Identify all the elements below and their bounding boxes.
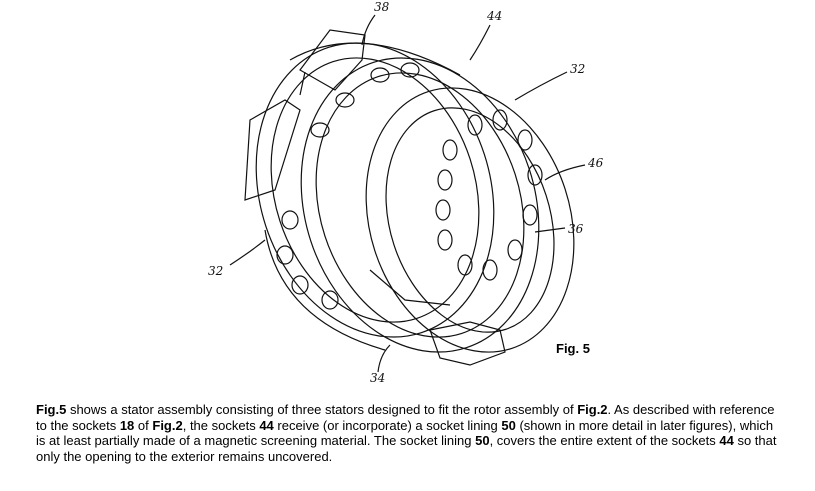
bold-ref: 44	[719, 433, 734, 449]
text-run: of	[134, 417, 153, 433]
stator-ring-front	[365, 87, 575, 353]
text-run: receive (or incorporate) a socket lining	[273, 417, 502, 433]
bold-ref: 50	[501, 417, 516, 433]
top-mounting-bracket	[299, 29, 366, 96]
stator-ring-outer	[255, 42, 495, 338]
socket-openings	[276, 62, 543, 310]
text-run: . As described with reference to the soc…	[36, 402, 775, 433]
text-run: so that only the opening to the exterior…	[36, 433, 777, 464]
bold-ref: 18	[119, 417, 135, 433]
bold-ref: Fig.2	[577, 402, 608, 417]
bottom-mounting-bracket	[429, 321, 506, 366]
text-run: , the sockets	[182, 417, 260, 433]
text-run: (shown in more detail in later figures),…	[36, 417, 774, 449]
ref-32-upper: 32	[570, 62, 585, 76]
text-run: shows a stator assembly consisting of th…	[66, 402, 578, 417]
description-paragraph: Fig.5 shows a stator assembly consisting…	[36, 402, 784, 464]
stator-assembly-drawing: 38 44 32 46 36 32 34	[208, 0, 604, 385]
ref-46: 46	[587, 156, 604, 170]
ref-34: 34	[370, 371, 385, 385]
ref-32-lower: 32	[208, 264, 223, 278]
ref-38: 38	[374, 0, 390, 14]
bold-ref: 44	[259, 417, 274, 433]
bold-ref: Fig.2	[152, 417, 183, 433]
bold-ref: 50	[475, 433, 490, 449]
left-mounting-bracket	[244, 99, 301, 201]
ref-36: 36	[568, 222, 584, 236]
ref-44: 44	[486, 9, 502, 23]
text-run: , covers the entire extent of the socket…	[489, 433, 720, 449]
figure-caption: Fig. 5	[556, 341, 590, 356]
bold-ref: Fig.5	[36, 402, 67, 417]
